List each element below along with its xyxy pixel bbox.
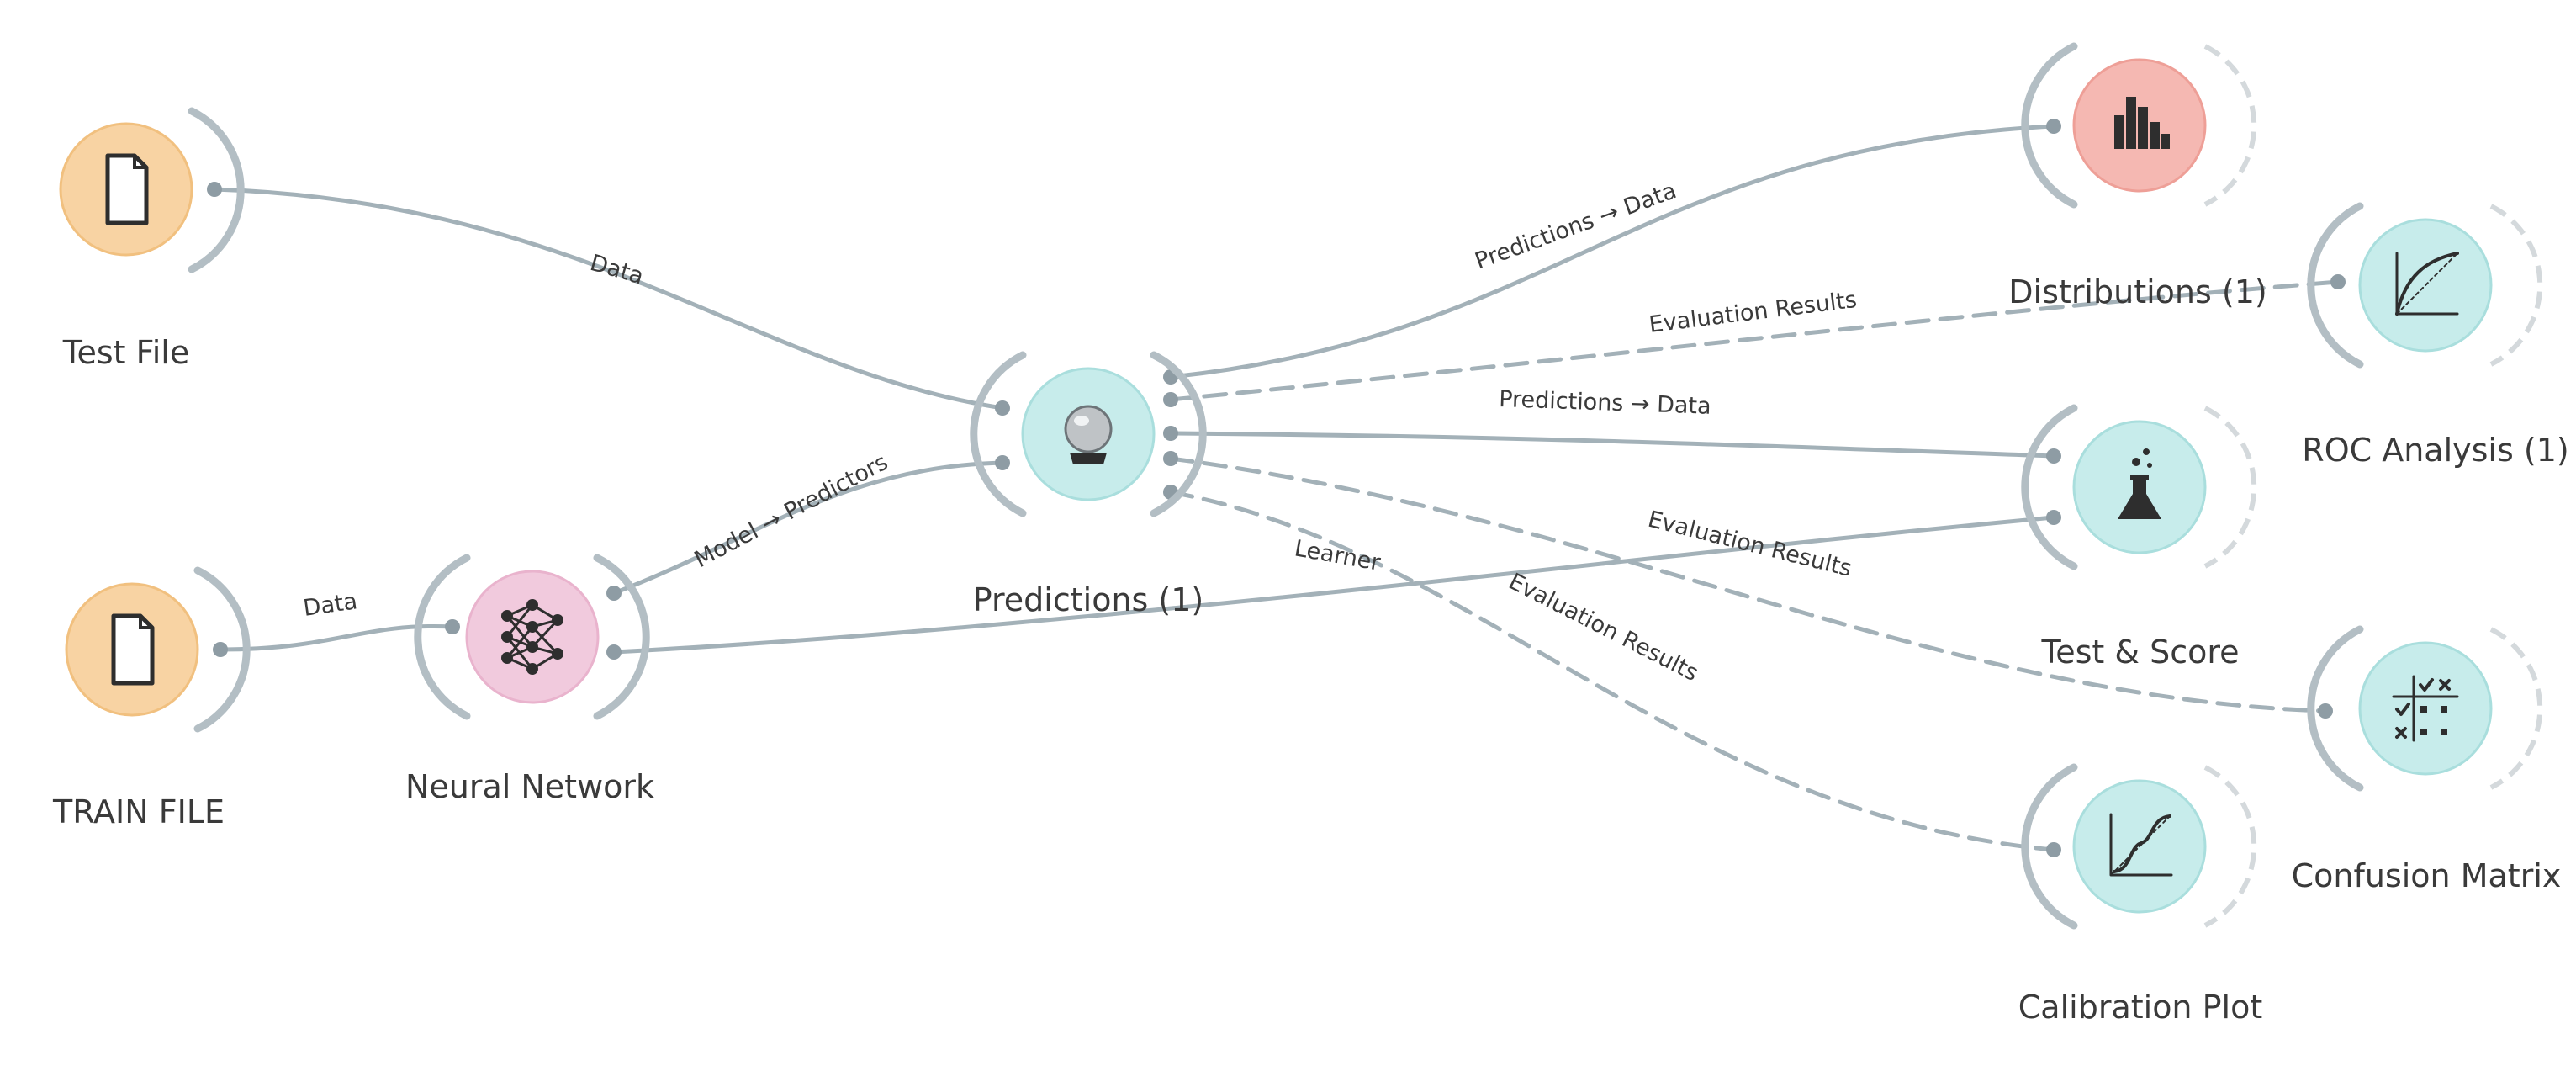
link-test-to-predictions[interactable] — [207, 182, 1010, 416]
node-confusion-matrix[interactable]: Confusion Matrix — [2292, 625, 2562, 894]
neural-network-circle — [465, 570, 600, 704]
flask-icon — [2118, 448, 2161, 519]
roc-curve-icon — [2395, 252, 2459, 316]
link-label: Model → Predictors — [690, 449, 892, 573]
node-label-confusion-matrix: Confusion Matrix — [2292, 857, 2562, 894]
link-label: Data — [302, 588, 359, 622]
network-icon — [501, 599, 563, 675]
node-label-train-file: TRAIN FILE — [52, 793, 225, 830]
file-icon — [105, 153, 149, 225]
link-predictions-to-distributions[interactable] — [1163, 119, 2061, 385]
node-test-file[interactable]: Test File — [59, 107, 245, 371]
link-label: Evaluation Results — [1645, 506, 1854, 582]
link-predictions-to-roc[interactable] — [1163, 274, 2346, 407]
link-label: Predictions → Data — [1472, 178, 1680, 274]
node-neural-network[interactable]: Neural Network — [405, 554, 654, 805]
node-label-calibration-plot: Calibration Plot — [2018, 989, 2262, 1026]
link-predictions-to-testscore[interactable] — [1163, 426, 2061, 464]
crystal-ball-icon — [1064, 405, 1113, 464]
link-label: Learner — [1293, 535, 1383, 576]
bar-chart-icon — [2114, 97, 2170, 149]
node-label-predictions: Predictions (1) — [973, 581, 1203, 618]
node-label-neural-network: Neural Network — [405, 768, 654, 805]
node-train-file[interactable]: TRAIN FILE — [52, 566, 251, 830]
link-predictions-to-confusion[interactable] — [1163, 451, 2333, 719]
node-label-test-file: Test File — [62, 334, 190, 371]
link-network-to-testscore[interactable] — [606, 510, 2061, 660]
node-calibration-plot[interactable]: Calibration Plot — [2018, 763, 2262, 1026]
node-predictions[interactable]: Predictions (1) — [970, 351, 1207, 618]
node-roc-analysis[interactable]: ROC Analysis (1) — [2302, 202, 2569, 469]
node-label-test-score: Test & Score — [2040, 634, 2239, 671]
link-label: Data — [587, 250, 647, 290]
file-icon — [111, 613, 155, 686]
link-network-to-predictions[interactable] — [606, 455, 1010, 601]
matrix-grid-icon — [2392, 675, 2459, 742]
node-label-roc-analysis: ROC Analysis (1) — [2302, 432, 2568, 469]
link-label: Predictions → Data — [1499, 386, 1711, 420]
link-label: Evaluation Results — [1505, 569, 1703, 687]
node-label-distributions: Distributions (1) — [2008, 273, 2267, 310]
node-distributions[interactable]: Distributions (1) — [2008, 42, 2267, 310]
calibration-curve-icon — [2109, 813, 2173, 877]
node-test-score[interactable]: Test & Score — [2021, 404, 2257, 671]
